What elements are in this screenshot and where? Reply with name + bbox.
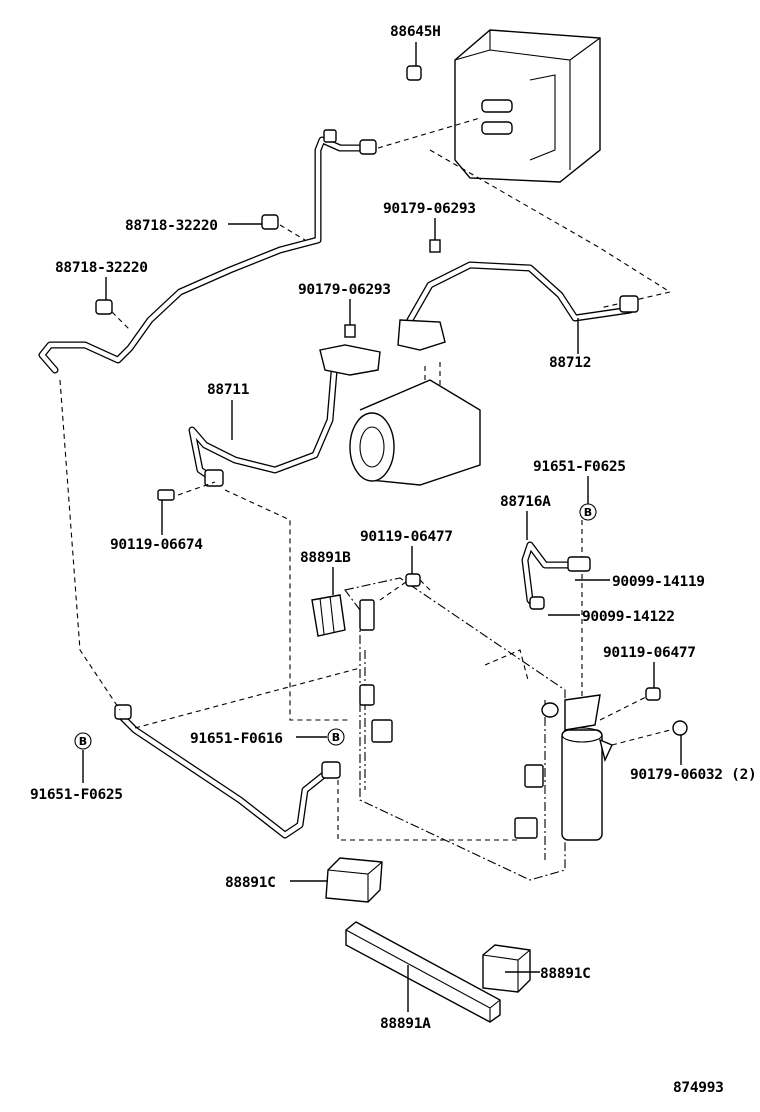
- expansion-valve-88645H: [406, 65, 422, 81]
- label-91651-F0625-top: 91651-F0625: [533, 459, 626, 475]
- bolt-90119-06477-a: [405, 573, 421, 587]
- label-90119-06674: 90119-06674: [110, 537, 203, 553]
- label-90099-14122: 90099-14122: [582, 609, 675, 625]
- svg-text:B: B: [79, 735, 87, 748]
- label-90119-06477-a: 90119-06477: [360, 529, 453, 545]
- discharge-hose-88712: [397, 239, 639, 351]
- leader-dash: [379, 581, 407, 601]
- pipe-88716A: [521, 541, 591, 610]
- label-90119-06477-b: 90119-06477: [603, 645, 696, 661]
- pipe-evaporator-to-condenser: [38, 117, 481, 374]
- label-88711: 88711: [207, 382, 250, 398]
- marker-b-middle: B: [327, 728, 345, 746]
- leader-lines: [82, 42, 682, 1012]
- leader-dash: [111, 311, 131, 331]
- label-88645H: 88645H: [390, 24, 441, 40]
- label-90179-06032: 90179-06032 (2): [630, 767, 756, 783]
- clamp-88718-a: [261, 214, 279, 230]
- cushion-88891C-b: [482, 944, 531, 993]
- suction-hose-88711: [157, 324, 381, 721]
- figure-number: 874993: [673, 1080, 724, 1096]
- marker-b-left: B: [74, 732, 92, 750]
- svg-text:B: B: [584, 506, 592, 519]
- label-88716A: 88716A: [500, 494, 551, 510]
- svg-text:B: B: [332, 731, 340, 744]
- clamp-88718-b: [95, 299, 113, 315]
- label-90179-06293-a: 90179-06293: [383, 201, 476, 217]
- label-90099-14119: 90099-14119: [612, 574, 705, 590]
- cushion-88891A: [345, 921, 501, 1023]
- label-90179-06293-b: 90179-06293: [298, 282, 391, 298]
- liquid-pipe: [59, 379, 520, 841]
- condenser: [344, 577, 566, 881]
- label-88718-32220-b: 88718-32220: [55, 260, 148, 276]
- label-88891C-a: 88891C: [225, 875, 276, 891]
- label-91651-F0616: 91651-F0616: [190, 731, 283, 747]
- bolt-90119-06477-b: [645, 687, 661, 701]
- label-88712: 88712: [549, 355, 591, 371]
- label-91651-F0625-left: 91651-F0625: [30, 787, 123, 803]
- label-88891A: 88891A: [380, 1016, 431, 1032]
- leader-dash: [279, 224, 306, 241]
- nut-90179-06032: [672, 720, 688, 736]
- label-88891B: 88891B: [300, 550, 351, 566]
- compressor: [349, 362, 481, 486]
- evaporator-unit: [429, 29, 672, 309]
- cushion-88891B: [311, 594, 346, 637]
- marker-b-top: B: [579, 503, 597, 521]
- cushion-88891C-a: [325, 857, 383, 903]
- label-88718-32220-a: 88718-32220: [125, 218, 218, 234]
- receiver-dryer: [541, 520, 679, 841]
- label-88891C-b: 88891C: [540, 966, 591, 982]
